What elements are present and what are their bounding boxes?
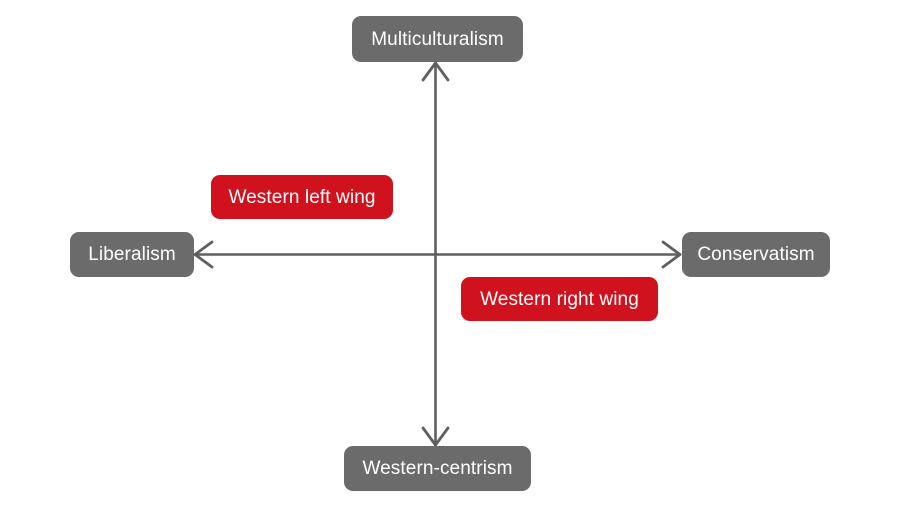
axis-pole-multiculturalism: Multiculturalism [352,16,523,62]
arrow-up-icon [421,61,450,82]
axis-pole-liberalism-label: Liberalism [88,244,176,265]
axis-pole-multiculturalism-label: Multiculturalism [371,28,504,50]
axis-pole-western-centrism: Western-centrism [344,446,531,491]
marker-western-left-wing-label: Western left wing [228,186,376,208]
axis-pole-liberalism: Liberalism [70,232,194,277]
arrow-right-icon [661,240,682,269]
marker-western-right-wing-label: Western right wing [480,288,639,310]
arrow-left-icon [193,240,214,269]
arrow-down-icon [421,426,450,447]
axis-pole-western-centrism-label: Western-centrism [362,458,513,479]
marker-western-right-wing: Western right wing [461,277,658,321]
marker-western-left-wing: Western left wing [211,175,393,219]
axis-pole-conservatism: Conservatism [682,232,830,277]
axis-pole-conservatism-label: Conservatism [697,244,815,265]
